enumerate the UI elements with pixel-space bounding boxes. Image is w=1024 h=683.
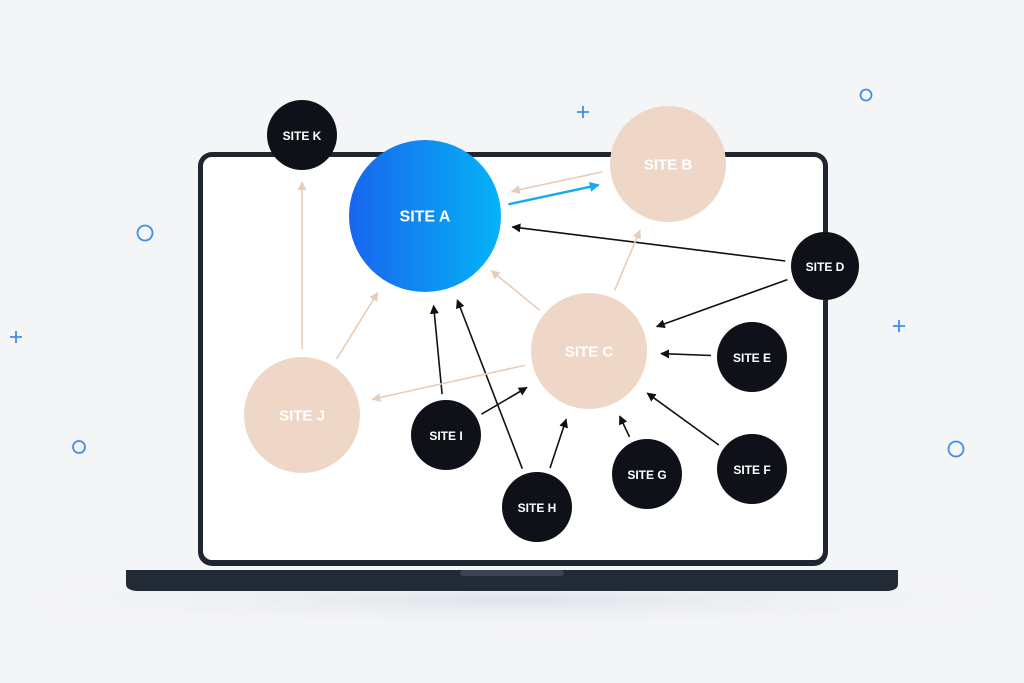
node-label: SITE B	[644, 157, 693, 174]
node-label: SITE I	[429, 429, 462, 443]
node-circle	[411, 400, 481, 470]
node-circle	[244, 357, 360, 473]
link-i-to-c-arrow	[480, 386, 528, 415]
node-label: SITE E	[733, 351, 771, 365]
node-label: SITE F	[733, 463, 770, 477]
link-j-to-a-arrow	[336, 291, 379, 360]
sparkle-plus-icon	[10, 331, 22, 343]
sparkle-plus-icon	[577, 106, 589, 118]
node-label: SITE G	[627, 468, 666, 482]
node-site-c: SITE C	[531, 293, 647, 409]
node-site-j: SITE J	[244, 357, 360, 473]
node-site-i: SITE I	[411, 400, 481, 470]
node-site-d: SITE D	[791, 232, 859, 300]
node-site-e: SITE E	[717, 322, 787, 392]
sparkle-circle-icon	[947, 440, 965, 458]
sparkle-circle-icon	[859, 88, 873, 102]
sparkle-circle-icon	[136, 224, 154, 242]
laptop-base	[126, 570, 898, 591]
link-d-to-a-arrow	[511, 223, 786, 262]
node-site-f: SITE F	[717, 434, 787, 504]
node-label: SITE D	[806, 260, 845, 274]
node-label: SITE H	[518, 501, 557, 515]
sparkle-circle-icon	[72, 440, 86, 454]
link-i-to-a-arrow	[429, 304, 443, 395]
node-circle	[610, 106, 726, 222]
node-label: SITE A	[400, 209, 451, 226]
node-circle	[267, 100, 337, 170]
link-h-to-c-arrow	[549, 418, 568, 469]
node-label: SITE K	[283, 129, 322, 143]
link-h-to-a-arrow	[456, 299, 524, 469]
link-a-to-b-arrow	[508, 181, 600, 206]
links	[297, 171, 788, 469]
node-circle	[531, 293, 647, 409]
link-g-to-c-arrow	[618, 415, 631, 438]
node-site-g: SITE G	[612, 439, 682, 509]
node-circle	[612, 439, 682, 509]
node-label: SITE J	[279, 408, 325, 425]
node-circle	[717, 434, 787, 504]
node-circle	[502, 472, 572, 542]
sparkle-plus-icon	[893, 320, 905, 332]
sparkles	[10, 88, 965, 458]
node-site-b: SITE B	[610, 106, 726, 222]
node-label: SITE C	[565, 344, 614, 361]
node-circle	[791, 232, 859, 300]
node-site-a: SITE A	[349, 140, 501, 292]
link-c-to-j-arrow	[371, 364, 525, 402]
link-c-to-b-arrow	[613, 229, 641, 291]
link-b-to-a-arrow	[510, 171, 603, 195]
laptop-hinge-notch	[460, 570, 564, 576]
link-f-to-c-arrow	[646, 392, 720, 446]
node-circle	[717, 322, 787, 392]
node-site-k: SITE K	[267, 100, 337, 170]
node-circle	[349, 140, 501, 292]
nodes: SITE A SITE B SITE C SITE D SITE E SITE F SITE…	[244, 100, 859, 542]
link-c-to-a-arrow	[490, 270, 541, 311]
link-e-to-c-arrow	[660, 349, 712, 359]
node-site-h: SITE H	[502, 472, 572, 542]
link-d-to-c-arrow	[655, 278, 788, 329]
